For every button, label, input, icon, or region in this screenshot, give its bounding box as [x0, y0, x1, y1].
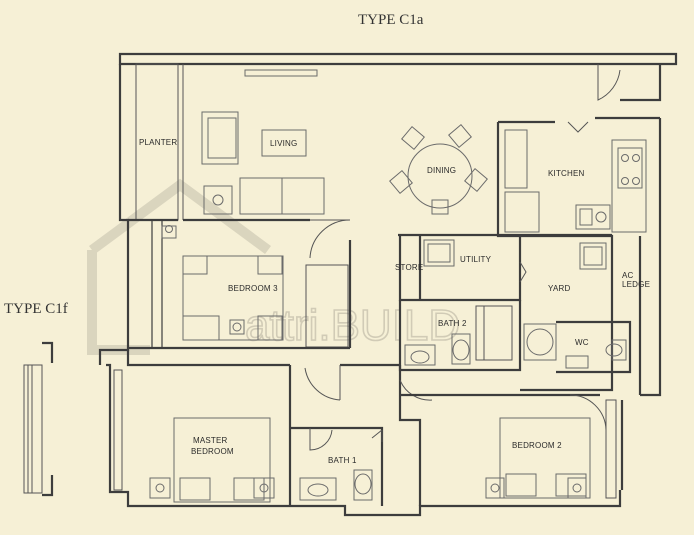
- room-label-bath1: BATH 1: [328, 456, 357, 465]
- room-label-kitchen: KITCHEN: [548, 169, 585, 178]
- master-bedroom: MASTER BEDROOM: [113, 350, 400, 506]
- room-label-bath2: BATH 2: [438, 319, 467, 328]
- bath-1: BATH 1: [290, 426, 384, 506]
- bedroom-2: BEDROOM 2: [398, 365, 617, 506]
- room-label-yard: YARD: [548, 284, 570, 293]
- living-area: LIVING: [182, 64, 351, 259]
- dining-area: DINING: [389, 124, 488, 215]
- room-label-living: LIVING: [270, 139, 297, 148]
- plan-title-c1f: TYPE C1f: [4, 301, 68, 317]
- watermark-text: attri.BUILD: [245, 301, 460, 350]
- room-label-bedroom3: BEDROOM 3: [228, 284, 278, 293]
- watermark-house-shape: [87, 178, 271, 355]
- room-label-acledge-1: AC: [622, 271, 634, 280]
- room-label-utility: UTILITY: [460, 255, 492, 264]
- room-label-master-1: MASTER: [193, 436, 228, 445]
- yard-wc-acledge: YARD WC AC LEDGE: [520, 234, 650, 395]
- room-label-dining: DINING: [427, 166, 456, 175]
- kitchen: KITCHEN: [496, 64, 647, 237]
- room-label-master-2: BEDROOM: [191, 447, 234, 456]
- outer-walls: [98, 52, 678, 517]
- room-label-acledge-2: LEDGE: [622, 280, 650, 289]
- c1f-balcony-strip: [23, 341, 54, 497]
- watermark: attri.BUILD: [87, 178, 461, 355]
- room-label-store: STORE: [395, 263, 423, 272]
- service-block: STORE UTILITY BATH 2: [395, 233, 527, 372]
- room-label-bedroom2: BEDROOM 2: [512, 441, 562, 450]
- bedroom-3: BEDROOM 3: [128, 219, 352, 350]
- plan-title-c1a: TYPE C1a: [358, 12, 424, 28]
- room-label-wc: WC: [575, 338, 589, 347]
- room-label-planter: PLANTER: [139, 138, 177, 147]
